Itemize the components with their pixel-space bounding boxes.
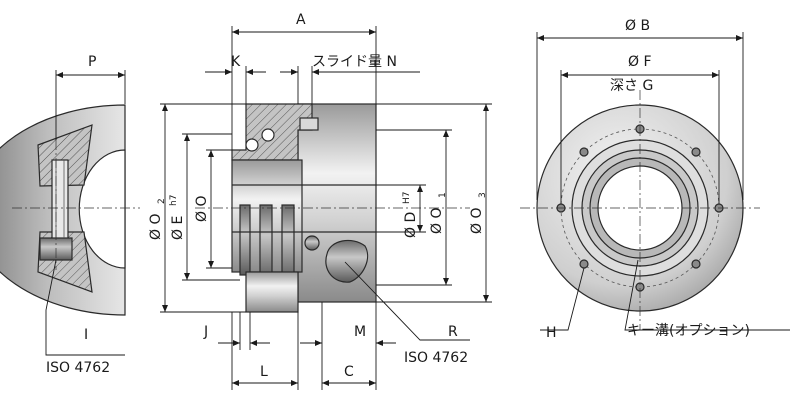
bolt-hole-2 <box>691 147 701 157</box>
label-r: R <box>448 324 458 340</box>
label-k: K <box>231 54 241 70</box>
left-side-view <box>0 104 126 316</box>
dimension-labels: P A K スライド量 N Ø O 2 Ø E h7 Ø O Ø D H7 Ø … <box>46 12 750 380</box>
ring-3 <box>281 204 295 281</box>
label-d-sup: H7 <box>402 192 412 205</box>
label-o: Ø O <box>194 196 210 223</box>
label-o3: Ø O <box>469 208 485 235</box>
label-c: C <box>344 364 354 380</box>
ball-upper <box>261 128 275 142</box>
center-lines <box>12 90 760 330</box>
bolt-hole-4 <box>691 259 701 269</box>
sleeve-hole <box>325 239 369 283</box>
hub-lower <box>245 271 299 313</box>
ring-1 <box>239 204 251 276</box>
sleeve-small-hole <box>304 235 320 251</box>
label-a: A <box>296 12 306 28</box>
label-f: Ø F <box>628 54 652 70</box>
dimension-lines <box>45 26 790 390</box>
slide-block <box>299 117 319 131</box>
label-o1-sub: 1 <box>438 192 448 198</box>
label-m: M <box>354 324 366 340</box>
label-g: 深さ G <box>610 78 653 94</box>
label-o3-sub: 3 <box>478 192 488 198</box>
label-j: J <box>203 324 208 340</box>
middle-section-view <box>231 103 377 313</box>
label-o2-sub: 2 <box>157 198 167 204</box>
label-h: H <box>546 325 557 341</box>
label-b: Ø B <box>625 18 650 34</box>
label-l: L <box>260 364 268 380</box>
label-o1: Ø O <box>429 208 445 235</box>
label-o2: Ø O <box>148 214 164 241</box>
label-iso-left: ISO 4762 <box>46 360 110 376</box>
label-e: Ø E <box>170 216 186 240</box>
bolt-hole-6 <box>579 259 589 269</box>
left-screw-shank <box>51 159 69 241</box>
label-i: I <box>84 327 88 343</box>
label-p: P <box>88 54 96 70</box>
label-iso-mid: ISO 4762 <box>404 350 468 366</box>
ball-lower <box>245 138 259 152</box>
label-keyway: キー溝(オプション) <box>627 323 750 339</box>
label-e-sup: h7 <box>169 195 179 206</box>
label-d: Ø D <box>403 212 419 238</box>
bolt-hole-8 <box>579 147 589 157</box>
ring-2 <box>259 204 273 281</box>
left-bore <box>78 149 126 269</box>
label-slide-n: スライド量 N <box>312 54 397 70</box>
